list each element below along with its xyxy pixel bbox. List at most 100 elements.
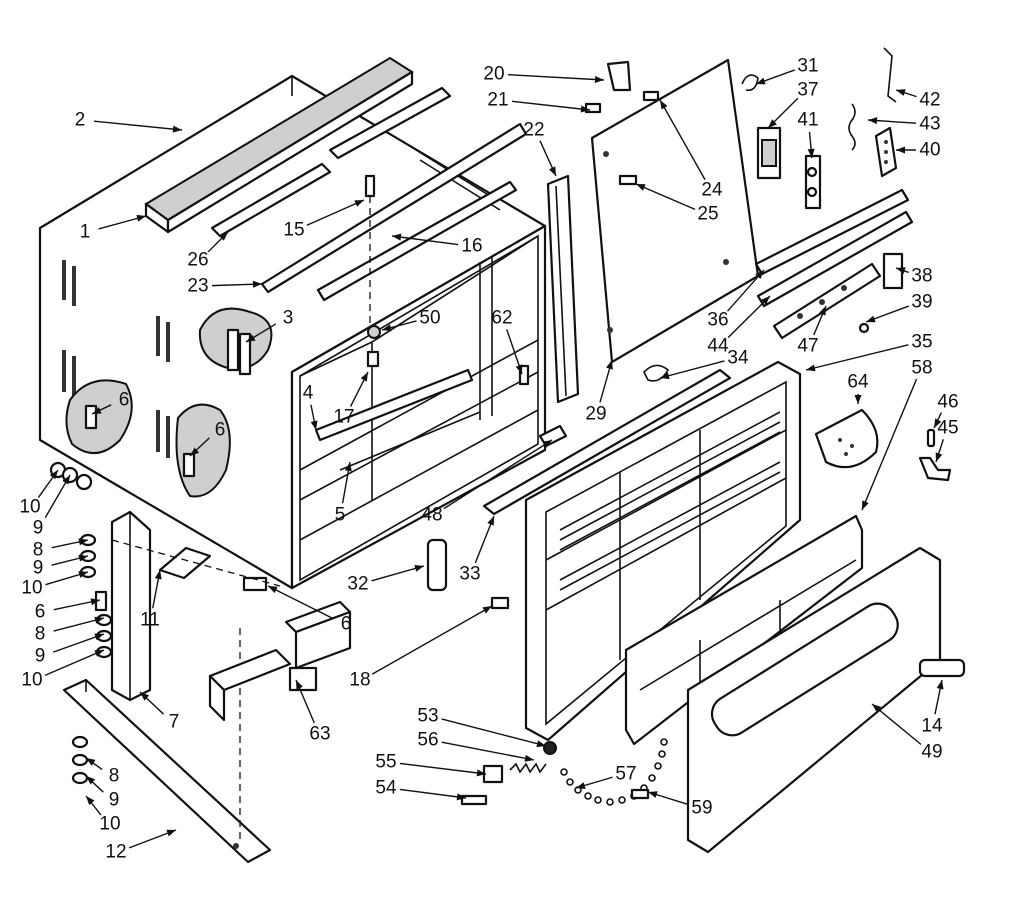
part-label-l33: 33: [459, 564, 480, 585]
part-label-l35: 35: [911, 332, 932, 353]
part-label-l22: 22: [523, 120, 544, 141]
leader-arrow-l2: [172, 125, 182, 133]
leader-arrow-l11: [154, 570, 162, 580]
capacitor-38: [882, 252, 904, 290]
leader-arrow-l10c: [94, 650, 104, 657]
leader-arrow-l44: [761, 296, 770, 305]
leader-arrow-l9a: [62, 475, 70, 485]
leader-line-l34: [659, 360, 725, 379]
leader-arrow-l57: [576, 782, 586, 789]
leader-line-l55: [399, 762, 487, 775]
leader-arrow-l10d: [86, 796, 95, 806]
part-label-l16: 16: [461, 236, 482, 257]
leader-arrow-l55: [476, 769, 486, 777]
leader-arrow-l22: [548, 166, 556, 176]
clip-59: [630, 788, 650, 800]
screw-6-side: [84, 404, 98, 430]
part-label-l9b: 9: [33, 558, 44, 579]
leader-line-l2: [93, 120, 183, 131]
gasket-33: [482, 368, 732, 516]
part-label-l10a: 10: [19, 497, 40, 518]
leader-arrow-l33: [487, 516, 494, 526]
panel-29: [590, 58, 760, 364]
chain-57: [560, 738, 668, 806]
part-label-l47: 47: [797, 336, 818, 357]
screw-18: [490, 596, 510, 610]
part-label-l8b: 8: [35, 624, 46, 645]
leader-line-l54: [399, 788, 467, 799]
part-label-l64: 64: [847, 372, 869, 393]
insulation-strip: [144, 56, 414, 234]
latch-55: [482, 764, 504, 784]
leader-line-l32: [371, 565, 425, 582]
part-label-l34: 34: [727, 348, 749, 369]
leader-arrow-l37: [768, 119, 777, 128]
leader-arrow-l7: [140, 692, 150, 701]
leader-arrow-l47: [819, 306, 826, 316]
part-label-l6a: 6: [119, 390, 130, 411]
leader-arrow-l41: [807, 148, 815, 158]
screw-6-mid: [182, 452, 196, 478]
part-label-l24: 24: [701, 180, 723, 201]
leader-arrow-l54: [456, 793, 466, 801]
side-panel-22: [546, 174, 580, 404]
rail-16: [316, 180, 518, 302]
leader-arrow-l26: [219, 232, 228, 241]
leader-arrow-l12: [166, 829, 176, 837]
leader-line-l25: [635, 183, 696, 211]
nuts-washers-lower: [71, 735, 89, 785]
leader-arrow-l18: [482, 606, 492, 614]
part-label-l9c: 9: [35, 646, 46, 667]
part-label-l37: 37: [797, 80, 818, 101]
part-label-l58: 58: [911, 358, 932, 379]
part-label-l39: 39: [911, 292, 932, 313]
grommet-50: [367, 325, 381, 339]
part-label-l25: 25: [697, 204, 718, 225]
clip-11: [158, 546, 212, 580]
leader-arrow-l6d: [268, 586, 278, 594]
leader-line-l56: [441, 741, 535, 761]
leader-arrow-l32: [414, 564, 424, 572]
leader-arrow-l59: [648, 791, 658, 798]
leader-arrow-l4: [310, 420, 318, 430]
part-label-l26: 26: [187, 250, 208, 271]
leader-arrow-l8b: [94, 616, 104, 624]
screw-17: [366, 350, 380, 368]
clip-45: [918, 456, 952, 482]
leader-arrow-l62: [515, 364, 523, 374]
leader-arrow-l35: [806, 364, 816, 372]
leader-arrow-l20: [594, 76, 604, 84]
leader-line-l10c: [44, 649, 105, 677]
part-label-l8a: 8: [33, 540, 44, 561]
rod-42: [883, 47, 897, 103]
leader-arrow-l16: [392, 233, 402, 241]
leader-arrow-l9d: [86, 776, 96, 785]
leader-arrow-l17: [360, 372, 368, 382]
leader-arrow-l34: [660, 372, 670, 380]
pin-46: [926, 428, 936, 448]
part-label-l49: 49: [921, 742, 942, 763]
leader-arrow-l46: [934, 418, 942, 428]
leader-arrow-l24: [660, 100, 668, 110]
part-label-l43: 43: [919, 114, 940, 135]
part-label-l63: 63: [309, 724, 330, 745]
part-label-l18: 18: [349, 670, 370, 691]
part-label-l31: 31: [797, 56, 818, 77]
part-label-l1: 1: [80, 222, 91, 243]
part-label-l8c: 8: [109, 766, 120, 787]
screw-24: [642, 90, 660, 102]
leader-line-l48: [443, 439, 553, 510]
part-label-l2: 2: [75, 110, 86, 131]
part-label-l20: 20: [483, 64, 504, 85]
part-label-l12: 12: [105, 842, 126, 863]
part-label-l14: 14: [921, 716, 943, 737]
part-label-l5: 5: [335, 505, 346, 526]
leader-line-l16: [391, 235, 459, 246]
part-label-l29: 29: [585, 404, 606, 425]
leader-line-l6d: [267, 585, 334, 620]
bracket-20: [606, 60, 632, 92]
terminal-block-40: [874, 126, 898, 178]
part-label-l55: 55: [375, 752, 396, 773]
